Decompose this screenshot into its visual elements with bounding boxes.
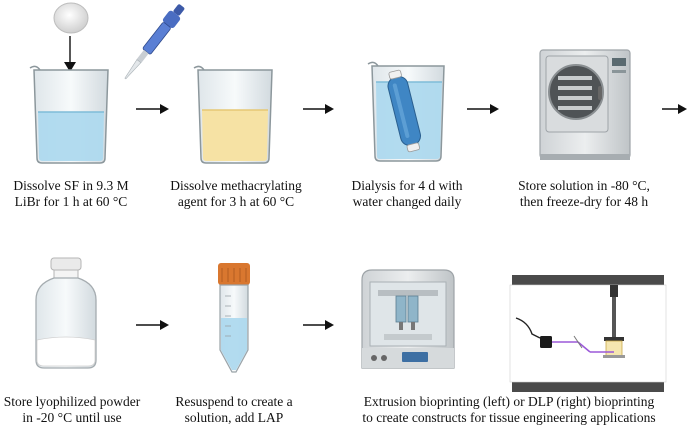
- step-2-caption: Dissolve methacrylating agent for 3 h at…: [162, 178, 310, 210]
- freeze-dryer-icon: [539, 49, 631, 160]
- arrow-5: [136, 320, 169, 330]
- step-1-line-1: Dissolve SF in 9.3 M: [13, 178, 129, 193]
- step-6-line-2: solution, add LAP: [184, 410, 284, 425]
- step-1-caption: Dissolve SF in 9.3 M LiBr for 1 h at 60 …: [0, 178, 142, 210]
- step-6-caption: Resuspend to create a solution, add LAP: [164, 394, 304, 426]
- dialysis-beaker-icon: [367, 61, 445, 162]
- step-2-line-2: agent for 3 h at 60 °C: [177, 194, 295, 209]
- step-5-line-2: in -20 °C until use: [22, 410, 122, 425]
- step-7-line-1: Extrusion bioprinting (left) or DLP (rig…: [363, 394, 655, 409]
- arrow-6: [303, 320, 334, 330]
- step-7-line-2: to create constructs for tissue engineer…: [362, 410, 656, 425]
- beaker-blue-icon: [29, 2, 109, 164]
- step-5-caption: Store lyophilized powder in -20 °C until…: [0, 394, 144, 426]
- step-4-line-1: Store solution in -80 °C,: [518, 178, 650, 193]
- beaker-yellow-pipette-icon: [124, 4, 273, 164]
- bioprinter-icon: [361, 269, 667, 392]
- step-3-line-1: Dialysis for 4 d with: [351, 178, 463, 193]
- dlp-printer-icon: [509, 275, 667, 392]
- step-3-caption: Dialysis for 4 d with water changed dail…: [333, 178, 481, 210]
- step-5-line-1: Store lyophilized powder: [3, 394, 141, 409]
- falcon-tube-icon: [218, 263, 250, 373]
- step-4-line-2: then freeze-dry for 48 h: [519, 194, 649, 209]
- arrow-2: [303, 104, 334, 114]
- step-1-line-2: LiBr for 1 h at 60 °C: [14, 194, 128, 209]
- step-3-line-2: water changed daily: [352, 194, 462, 209]
- arrow-1: [136, 104, 169, 114]
- step-6-line-1: Resuspend to create a: [175, 394, 293, 409]
- step-4-caption: Store solution in -80 °C, then freeze-dr…: [502, 178, 666, 210]
- step-7-caption: Extrusion bioprinting (left) or DLP (rig…: [330, 394, 688, 426]
- step-2-line-1: Dissolve methacrylating: [170, 178, 302, 193]
- arrow-3: [467, 104, 499, 114]
- extrusion-bioprinter-icon: [361, 269, 455, 369]
- arrow-4: [662, 104, 687, 114]
- vial-icon: [35, 257, 97, 369]
